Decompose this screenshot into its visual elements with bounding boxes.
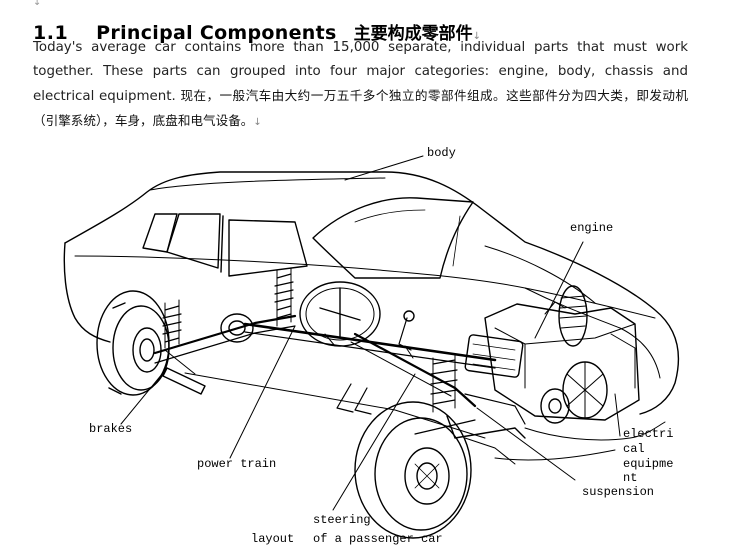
front-wheel xyxy=(354,401,472,539)
label-power-train: power train xyxy=(197,457,277,471)
section-title-chinese: 主要构成零部件 xyxy=(353,24,473,44)
paragraph-chinese: 现在，一般汽车由大约一万五千多个独立的零部件组成。这些部件分为四大类，即发动机（… xyxy=(33,88,688,128)
label-suspension: suspension xyxy=(582,485,655,499)
section-title: Principal Components xyxy=(96,22,337,44)
label-electrical-line-4: nt xyxy=(623,471,638,485)
section-number: 1.1 xyxy=(33,22,69,44)
front-spring xyxy=(430,353,458,413)
leader-lines xyxy=(120,155,621,511)
label-steering: steering xyxy=(313,513,371,527)
label-electrical-line-2: cal xyxy=(623,442,645,456)
rear-spring xyxy=(162,267,294,349)
label-electrical-line-3: equipme xyxy=(623,457,674,471)
label-brakes: brakes xyxy=(89,422,133,436)
caption-passenger-car: of a passenger car xyxy=(313,532,443,546)
intro-paragraph: Today's average car contains more than 1… xyxy=(33,36,688,135)
steering-wheel xyxy=(299,281,381,347)
return-mark: ↓ xyxy=(472,31,482,42)
label-electrical-line-1: electri xyxy=(623,427,674,441)
label-engine: engine xyxy=(570,221,614,235)
section-heading: 1.1 Principal Components 主要构成零部件↓ xyxy=(33,9,481,47)
caption-layout: layout xyxy=(251,532,295,546)
engine-block xyxy=(464,285,640,424)
car-cutaway-drawing xyxy=(63,155,680,539)
paragraph-mark: ↓ xyxy=(33,0,42,8)
paragraph-english: Today's average car contains more than 1… xyxy=(33,40,688,104)
label-body: body xyxy=(427,146,456,160)
car-layout-figure: body engine brakes power train electri c… xyxy=(55,138,695,549)
paragraph-return-mark: ↓ xyxy=(253,117,262,128)
